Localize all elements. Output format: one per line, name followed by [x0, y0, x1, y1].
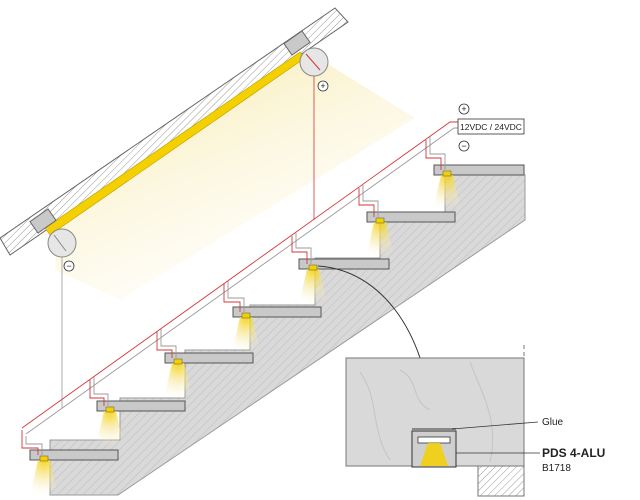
detail-view: Glue PDS 4-ALU B1718: [345, 345, 605, 497]
tread-light-4: [232, 317, 260, 352]
tread-light-2: [96, 411, 124, 446]
tread-5: [298, 258, 390, 270]
glue-label: Glue: [542, 417, 564, 428]
product-code-label: B1718: [542, 463, 571, 474]
voltage-label: 12VDC / 24VDC: [460, 122, 522, 132]
tread-3: [164, 352, 254, 364]
tread-light-7: [433, 175, 461, 210]
supply-wire-red: [21, 121, 458, 429]
tread-light-1: [30, 460, 58, 495]
tread-lights: [30, 170, 461, 495]
supply-plus-symbol: [458, 103, 470, 115]
tread-7: [433, 164, 525, 176]
handrail-minus-label: −: [66, 261, 71, 271]
tread-light-6: [366, 222, 394, 257]
glue-layer: [412, 428, 456, 431]
tread-1: [29, 449, 119, 461]
tread-6: [366, 211, 456, 223]
supply-plus-label: +: [461, 104, 466, 114]
handrail: [0, 7, 349, 258]
detail-circle-lower: [47, 228, 77, 258]
handrail-plus-label: +: [320, 81, 325, 91]
handrail-minus-symbol: [63, 260, 75, 272]
stair-treads: [29, 164, 525, 461]
handrail-bracket-upper: [283, 30, 311, 56]
wall-light-glow: [55, 50, 415, 300]
detail-riser-section: [477, 465, 525, 497]
tread-light-3: [164, 363, 192, 398]
supply-wire-grey: [25, 127, 458, 435]
product-name-label: PDS 4-ALU: [542, 446, 605, 460]
tread-4: [232, 306, 322, 318]
supply-minus-symbol: [458, 140, 470, 152]
handrail-plus-symbol: [317, 80, 329, 92]
detail-circle-upper: [299, 47, 329, 77]
tread-2: [96, 400, 186, 412]
supply-minus-label: −: [461, 141, 466, 151]
voltage-box: [457, 118, 525, 135]
supply-terminal: + 12VDC / 24VDC −: [457, 103, 525, 152]
tread-light-5: [299, 269, 327, 304]
handrail-bracket-lower: [29, 208, 57, 234]
detail-led-beam: [420, 443, 448, 466]
supply-wires: [21, 121, 458, 455]
